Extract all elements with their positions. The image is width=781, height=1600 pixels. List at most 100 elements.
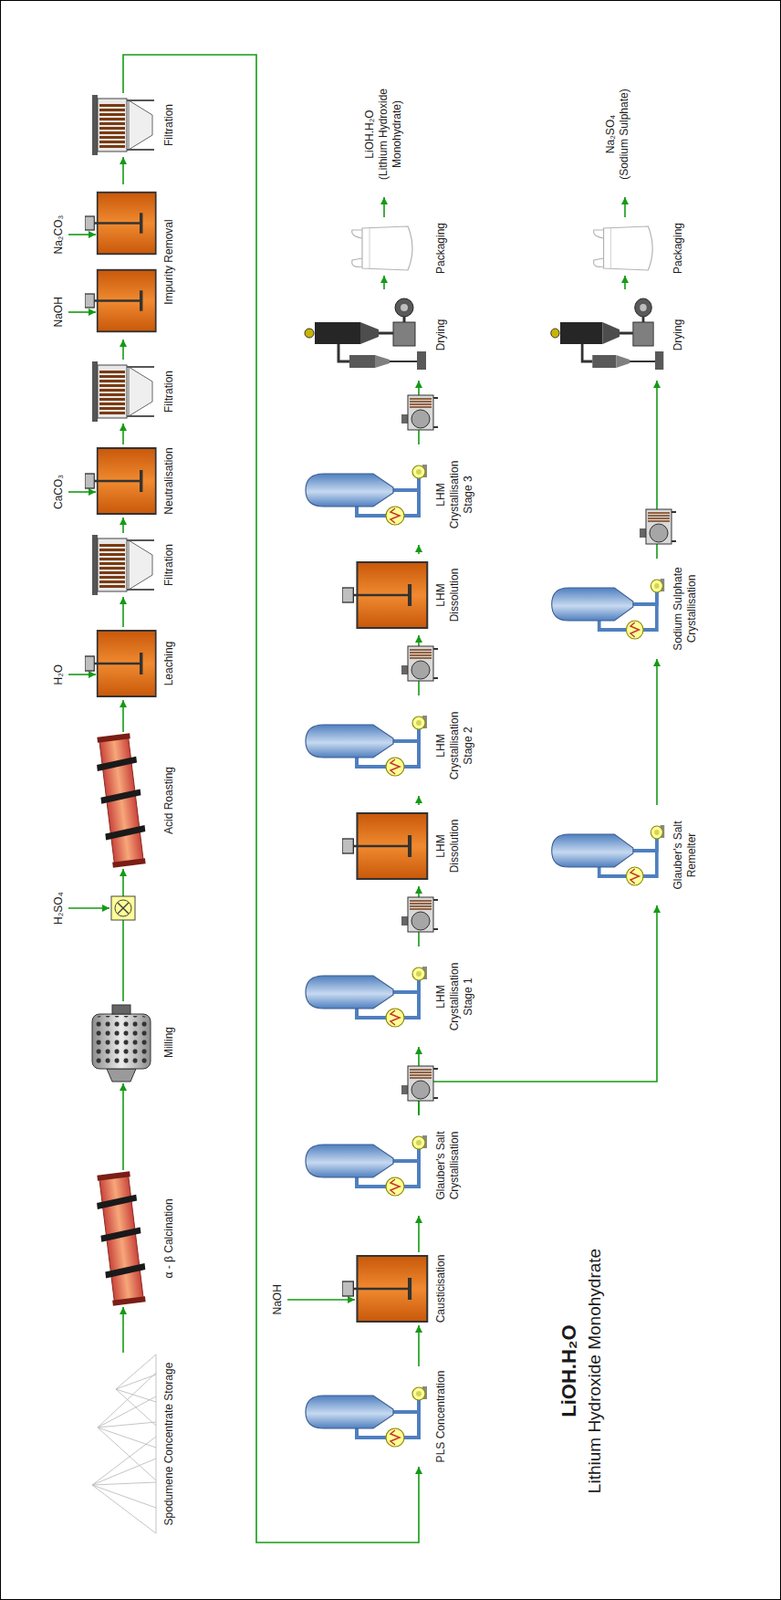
unit-label: LHM Crystallisation Stage 2 xyxy=(434,702,476,790)
evap-symbol xyxy=(551,578,666,639)
tank-symbol xyxy=(84,270,157,333)
unit-label: Filtration xyxy=(162,104,177,146)
pile-symbol xyxy=(92,1353,157,1533)
product-label: (Sodium Sulphate) xyxy=(617,74,632,194)
unit-label: Causticisation xyxy=(434,1254,448,1323)
flow-arrow xyxy=(417,544,420,554)
unit-label: Neutralisation xyxy=(162,447,177,514)
equipment-symbol xyxy=(84,444,158,518)
reagent-arrow xyxy=(68,233,96,236)
press-symbol xyxy=(92,534,155,595)
process-unit: Acid Roasting xyxy=(84,731,177,869)
equipment-symbol xyxy=(301,1114,430,1216)
equipment-symbol xyxy=(84,184,158,340)
process-unit: Spodumene Concentrate Storage xyxy=(84,1352,177,1535)
process-unit: Packaging xyxy=(301,220,448,276)
flow-arrow xyxy=(122,1306,125,1353)
evap-symbol xyxy=(305,464,427,525)
unit-label: Filtration xyxy=(162,370,177,413)
process-unit: Packaging xyxy=(548,220,686,276)
unit-label: LHM Crystallisation Stage 1 xyxy=(434,953,476,1041)
equipment-symbol xyxy=(301,695,430,796)
unit-label: Packaging xyxy=(434,222,448,274)
process-unit: LHM Crystallisation Stage 3 xyxy=(301,444,476,545)
process-unit: Filtration xyxy=(84,359,177,424)
process-unit: Leaching xyxy=(84,626,177,700)
flow-arrow xyxy=(122,156,125,185)
press-symbol xyxy=(92,361,155,422)
product-label: (Lithium Hydroxide Monohydrate) xyxy=(376,74,405,194)
evap-symbol xyxy=(305,1135,427,1196)
drum-filter xyxy=(401,1065,438,1101)
process-unit: LHM Crystallisation Stage 1 xyxy=(301,946,476,1047)
unit-label: LHM Crystallisation Stage 3 xyxy=(434,451,476,539)
process-unit: Causticisation xyxy=(301,1251,448,1325)
equipment-symbol xyxy=(548,220,667,276)
product-label: Na₂SO₄ xyxy=(603,74,618,194)
flow-arrow xyxy=(122,699,125,732)
tank-symbol xyxy=(342,812,427,879)
equipment-symbol xyxy=(84,1169,158,1307)
equipment-symbol xyxy=(301,1251,430,1325)
equipment-symbol xyxy=(548,289,667,381)
flow-arrow xyxy=(417,1324,420,1366)
reagent-label: NaOH xyxy=(52,296,66,327)
reagent-label: NaOH xyxy=(270,1283,285,1314)
kiln-symbol xyxy=(93,732,149,868)
product-arrow xyxy=(383,197,386,218)
flow-arrow xyxy=(417,795,420,805)
reagent-arrow xyxy=(68,906,110,909)
diagram-title: LiOH.H₂O xyxy=(557,1228,582,1512)
evap-symbol xyxy=(305,715,427,776)
unit-label: PLS Concentration xyxy=(434,1370,448,1463)
process-unit: Sodium Sulphate Crystallisation xyxy=(548,558,699,659)
product-arrow xyxy=(624,197,626,218)
equipment-symbol xyxy=(84,626,158,700)
tank-symbol xyxy=(342,1255,427,1322)
drum-filter xyxy=(401,645,438,681)
tank-symbol xyxy=(84,630,157,697)
equipment-symbol xyxy=(301,220,430,276)
flow-arrow xyxy=(122,423,125,445)
reagent-arrow xyxy=(68,490,96,493)
flow-arrow xyxy=(122,596,125,627)
equipment-symbol xyxy=(84,359,158,424)
equipment-symbol xyxy=(301,558,430,632)
equipment-symbol xyxy=(301,946,430,1047)
flow-arrow xyxy=(383,275,386,290)
dryer-symbol xyxy=(551,298,665,370)
process-unit: LHM Dissolution xyxy=(301,554,462,636)
flow-arrow xyxy=(656,658,658,805)
kiln-symbol xyxy=(93,1170,149,1306)
flow-arrow xyxy=(122,517,125,533)
process-unit: Impurity Removal xyxy=(84,184,177,340)
process-unit: Filtration xyxy=(84,532,177,597)
equipment-symbol xyxy=(301,809,430,883)
process-unit: PLS Concentration xyxy=(301,1365,448,1467)
unit-label: Milling xyxy=(162,1026,177,1058)
tank-symbol xyxy=(84,447,157,514)
flow-arrow xyxy=(418,905,657,1115)
reagent-label: CaCO₃ xyxy=(52,474,66,510)
equipment-symbol xyxy=(84,1352,158,1535)
equipment-symbol xyxy=(548,558,667,659)
unit-label: Acid Roasting xyxy=(162,766,177,834)
flow-arrow xyxy=(122,868,125,1001)
mill-symbol xyxy=(92,1004,151,1082)
tank-symbol xyxy=(342,562,427,628)
bag-symbol xyxy=(593,226,654,271)
equipment-symbol xyxy=(548,804,667,906)
flow-arrow xyxy=(122,339,125,360)
flow-arrow xyxy=(417,1215,420,1252)
process-unit: LHM Crystallisation Stage 2 xyxy=(301,695,476,796)
equipment-symbol xyxy=(84,532,158,597)
evap-symbol xyxy=(551,824,666,886)
reagent-label: H₂SO₄ xyxy=(52,891,66,925)
unit-label: Drying xyxy=(434,319,448,352)
reagent-arrow xyxy=(287,1298,355,1301)
process-unit: Glauber's Salt Remelter xyxy=(548,804,699,906)
equipment-symbol xyxy=(84,731,158,869)
equipment-symbol xyxy=(301,1365,430,1467)
reagent-arrow xyxy=(68,673,96,676)
